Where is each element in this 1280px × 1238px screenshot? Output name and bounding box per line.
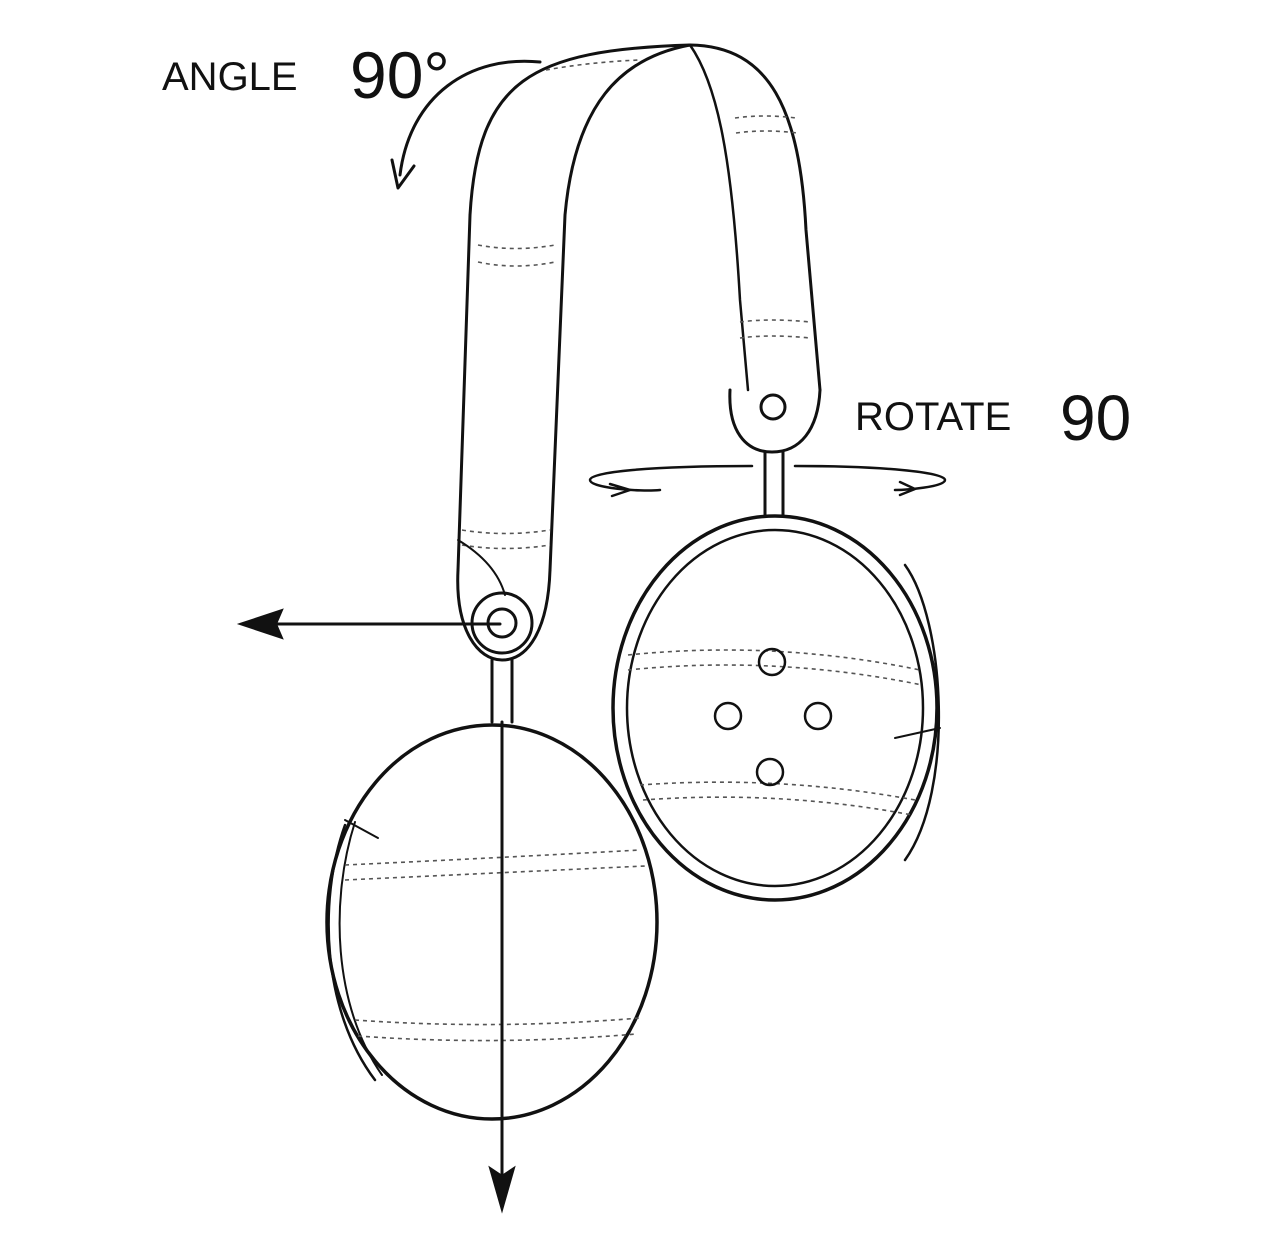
speaker-hole-top-icon — [757, 647, 787, 677]
speaker-hole-bottom-icon — [755, 757, 785, 787]
speaker-hole-right-icon — [803, 701, 833, 731]
speaker-hole-left-icon — [713, 701, 743, 731]
rotate-label: ROTATE 90 — [855, 382, 1131, 454]
angle-label: ANGLE 90° — [162, 38, 450, 112]
angle-label-value: 90° — [350, 38, 450, 112]
rotate-arrow — [588, 464, 947, 498]
horizontal-axis-arrow — [236, 608, 502, 640]
rotate-label-word: ROTATE — [855, 395, 1011, 439]
left-pivot — [456, 568, 552, 724]
vertical-axis-arrow — [488, 720, 516, 1214]
headband — [456, 43, 822, 596]
angle-label-word: ANGLE — [162, 55, 298, 99]
angle-curved-arrow — [390, 59, 542, 190]
left-ear-cup — [325, 723, 659, 1121]
right-stem — [763, 450, 785, 517]
rotate-label-value: 90 — [1060, 382, 1131, 454]
right-ear-cup — [611, 514, 941, 902]
